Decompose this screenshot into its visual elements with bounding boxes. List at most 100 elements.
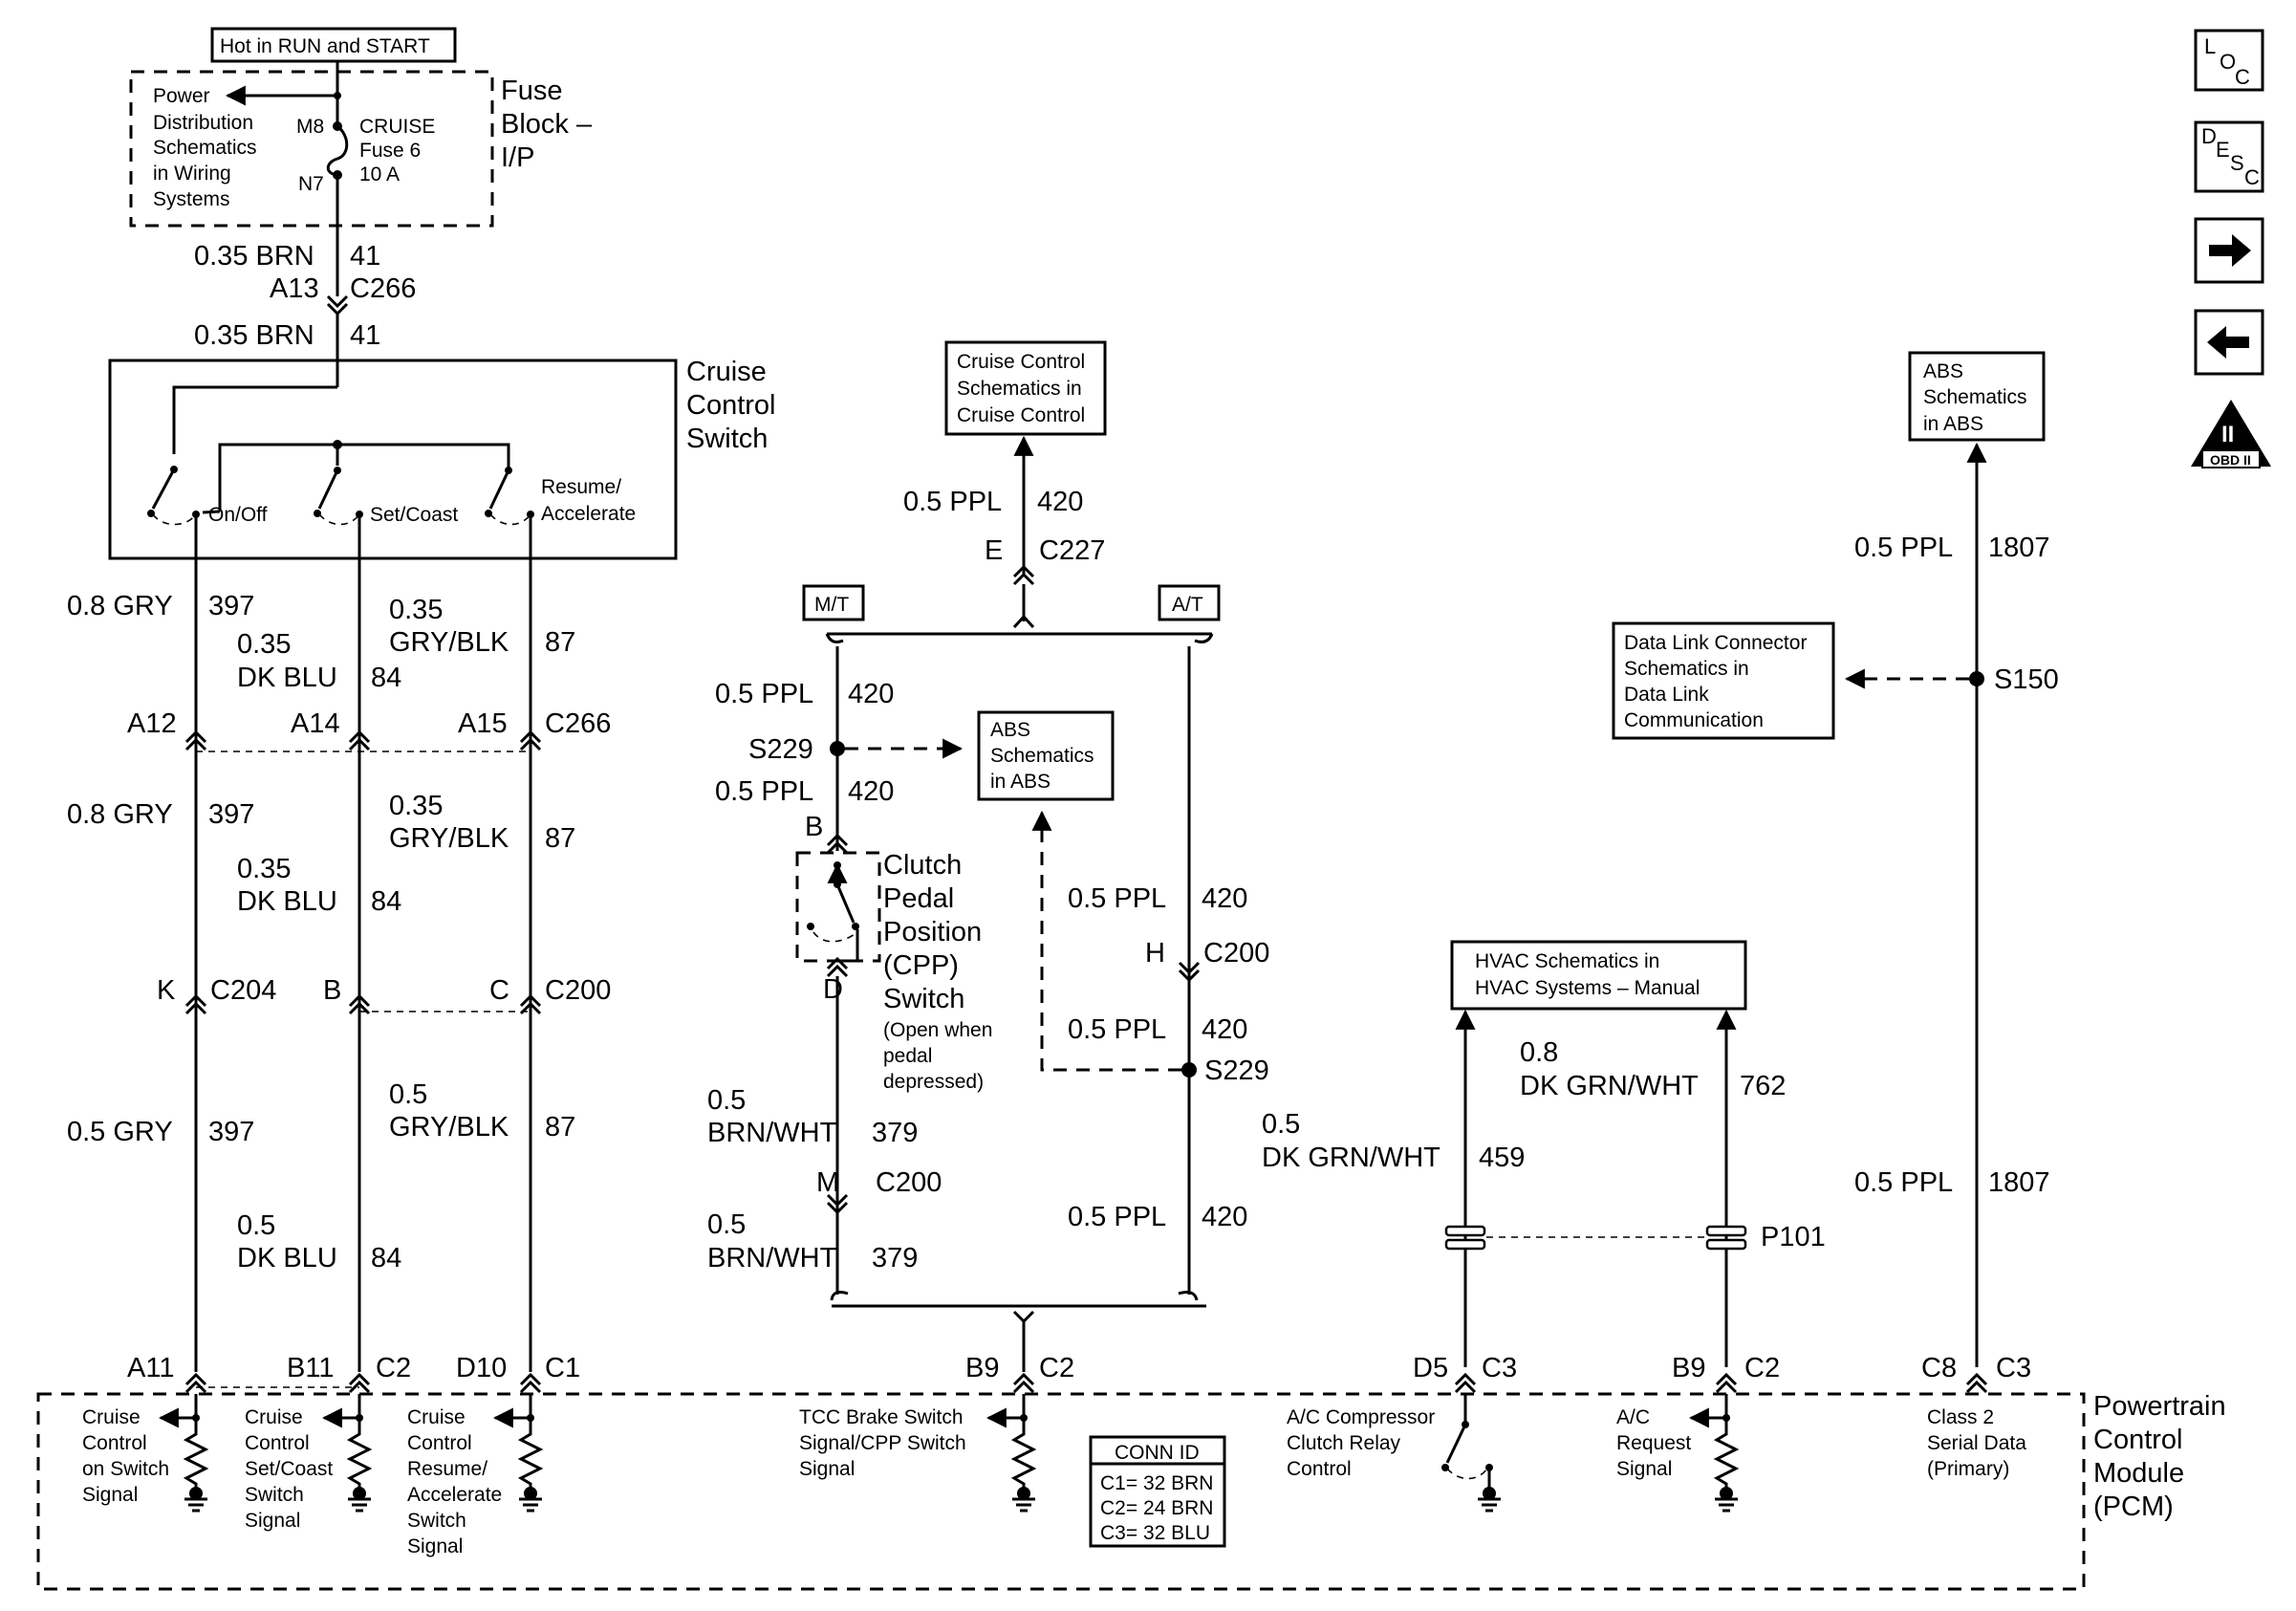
svg-text:Switch: Switch xyxy=(407,1510,466,1532)
svg-text:420: 420 xyxy=(1202,1014,1247,1045)
obd-ii-icon[interactable]: II OBD II xyxy=(2191,400,2271,468)
svg-text:0.5 PPL: 0.5 PPL xyxy=(1068,1202,1166,1232)
svg-text:DK BLU: DK BLU xyxy=(237,663,337,693)
svg-text:Schematics: Schematics xyxy=(153,137,257,159)
wire-gauge-label: 0.35 BRN xyxy=(194,241,314,272)
svg-text:0.8 GRY: 0.8 GRY xyxy=(67,799,173,830)
svg-text:P101: P101 xyxy=(1761,1222,1826,1252)
svg-text:0.5: 0.5 xyxy=(389,1079,427,1110)
svg-text:Control: Control xyxy=(245,1432,310,1454)
data-link-connector-ref[interactable]: Data Link Connector Schematics in Data L… xyxy=(1612,621,1835,740)
cruise-control-schematics-ref[interactable]: Cruise Control Schematics in Cruise Cont… xyxy=(944,340,1107,436)
pcm-outline xyxy=(36,1392,2086,1591)
svg-text:0.35: 0.35 xyxy=(389,595,443,625)
svg-text:A/C Compressor: A/C Compressor xyxy=(1287,1406,1435,1428)
arrow-left-icon[interactable] xyxy=(2194,309,2264,376)
svg-text:C200: C200 xyxy=(545,975,611,1006)
svg-text:A14: A14 xyxy=(291,708,340,739)
svg-text:Data Link Connector: Data Link Connector xyxy=(1624,632,1807,654)
svg-text:S150: S150 xyxy=(1994,664,2059,695)
svg-text:Schematics in: Schematics in xyxy=(1624,658,1749,680)
svg-text:S229: S229 xyxy=(1204,1056,1269,1086)
svg-text:0.5 PPL: 0.5 PPL xyxy=(1068,883,1166,914)
resume-label: Resume/ xyxy=(541,476,621,498)
svg-text:Signal: Signal xyxy=(1616,1458,1672,1480)
svg-text:Data Link: Data Link xyxy=(1624,684,1709,706)
splice-s229-at xyxy=(1181,1062,1197,1078)
cpp-switch-title: Clutch xyxy=(883,850,962,881)
svg-text:420: 420 xyxy=(1037,487,1083,517)
svg-text:in ABS: in ABS xyxy=(1923,413,1983,435)
svg-text:Power: Power xyxy=(153,85,210,107)
svg-text:C1= 32 BRN: C1= 32 BRN xyxy=(1100,1472,1213,1494)
pcm-connector-left: A11 B11 C2 D10 C1 xyxy=(127,1353,580,1394)
svg-text:0.5 PPL: 0.5 PPL xyxy=(715,679,813,709)
connector-c204-c200: K C204 B C C200 xyxy=(157,975,611,1015)
desc-icon[interactable]: D E S C xyxy=(2194,120,2264,193)
pcm-input-set-coast: Cruise Control Set/Coast Switch Signal xyxy=(245,1394,373,1532)
svg-text:C227: C227 xyxy=(1039,535,1105,566)
svg-text:BRN/WHT: BRN/WHT xyxy=(707,1243,837,1274)
svg-text:Switch: Switch xyxy=(686,424,768,454)
svg-text:Signal: Signal xyxy=(407,1535,463,1557)
svg-text:Cruise: Cruise xyxy=(407,1406,466,1428)
svg-text:84: 84 xyxy=(371,663,401,693)
svg-text:A11: A11 xyxy=(127,1353,174,1383)
svg-text:Control: Control xyxy=(2093,1425,2183,1455)
svg-text:S229: S229 xyxy=(748,734,813,765)
connector-label: C266 xyxy=(350,273,416,304)
svg-text:II: II xyxy=(2221,422,2234,447)
svg-text:459: 459 xyxy=(1479,1143,1525,1173)
svg-text:Schematics: Schematics xyxy=(1923,386,2027,408)
svg-text:A15: A15 xyxy=(458,708,508,739)
splice-s150 xyxy=(1969,671,1984,686)
svg-text:HVAC Systems – Manual: HVAC Systems – Manual xyxy=(1475,977,1700,999)
fuse-symbol xyxy=(326,124,349,177)
abs-schematics-ref-1[interactable]: ABS Schematics in ABS xyxy=(977,710,1115,801)
svg-text:C3= 32 BLU: C3= 32 BLU xyxy=(1100,1522,1210,1544)
svg-text:397: 397 xyxy=(208,1117,254,1147)
fuse-block-outline xyxy=(129,70,494,228)
svg-text:0.5: 0.5 xyxy=(237,1210,275,1241)
svg-text:Control: Control xyxy=(686,390,776,421)
svg-text:Control: Control xyxy=(407,1432,472,1454)
svg-text:DK GRN/WHT: DK GRN/WHT xyxy=(1520,1071,1699,1101)
fuse-block-title: Fuse xyxy=(501,76,562,106)
svg-text:C3: C3 xyxy=(1996,1353,2031,1383)
set-coast-switch: Set/Coast xyxy=(314,467,458,526)
svg-text:C2: C2 xyxy=(1744,1353,1780,1383)
svg-text:C266: C266 xyxy=(545,708,611,739)
svg-text:Set/Coast: Set/Coast xyxy=(245,1458,333,1480)
on-off-switch: On/Off xyxy=(147,466,268,526)
svg-text:Fuse 6: Fuse 6 xyxy=(359,140,421,162)
svg-text:87: 87 xyxy=(545,627,575,658)
svg-text:41: 41 xyxy=(350,320,380,351)
svg-text:Pedal: Pedal xyxy=(883,883,954,914)
svg-text:420: 420 xyxy=(1202,1202,1247,1232)
svg-text:10 A: 10 A xyxy=(359,163,400,185)
svg-text:D5: D5 xyxy=(1413,1353,1448,1383)
hvac-schematics-ref[interactable]: HVAC Schematics in HVAC Systems – Manual xyxy=(1450,940,1747,1011)
svg-text:C2: C2 xyxy=(376,1353,411,1383)
svg-text:Accelerate: Accelerate xyxy=(407,1484,502,1506)
loc-icon[interactable]: L O C xyxy=(2194,29,2264,92)
svg-text:Cruise Control: Cruise Control xyxy=(957,404,1085,426)
svg-text:DK GRN/WHT: DK GRN/WHT xyxy=(1262,1143,1440,1173)
svg-text:B11: B11 xyxy=(287,1353,334,1383)
cruise-switch-box xyxy=(108,359,678,560)
svg-text:D10: D10 xyxy=(456,1353,507,1383)
svg-text:(Open when: (Open when xyxy=(883,1019,992,1041)
svg-text:Block –: Block – xyxy=(501,109,593,140)
svg-text:Schematics: Schematics xyxy=(990,745,1094,767)
power-distribution-ref[interactable]: Power Distribution Schematics in Wiring … xyxy=(153,85,257,210)
svg-text:H: H xyxy=(1145,938,1165,969)
svg-text:0.5: 0.5 xyxy=(707,1209,746,1240)
pcm-input-ac-request: A/C Request Signal xyxy=(1616,1394,1740,1513)
svg-text:in ABS: in ABS xyxy=(990,771,1051,793)
svg-text:420: 420 xyxy=(848,776,894,807)
abs-schematics-ref-2[interactable]: ABS Schematics in ABS xyxy=(1908,351,2046,442)
pcm-input-on-switch: Cruise Control on Switch Signal xyxy=(82,1394,209,1513)
pin-label: A13 xyxy=(270,273,319,304)
svg-text:Clutch Relay: Clutch Relay xyxy=(1287,1432,1401,1454)
arrow-right-icon[interactable] xyxy=(2194,217,2264,284)
